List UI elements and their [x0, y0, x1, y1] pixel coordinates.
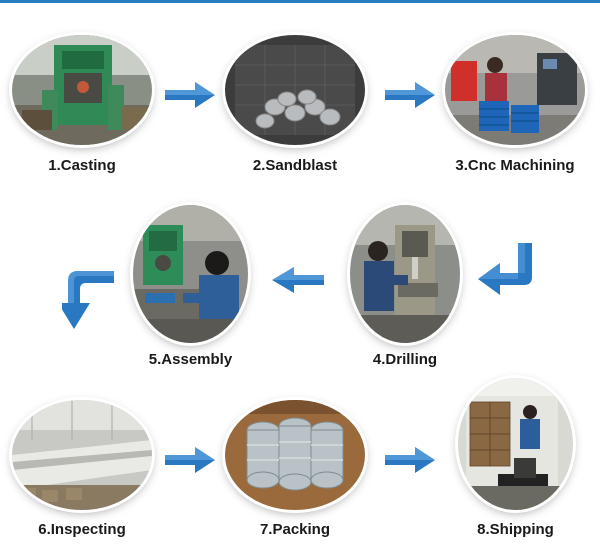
step-label-drilling: 4.Drilling — [372, 351, 438, 368]
step-label-shipping: 8.Shipping — [477, 521, 554, 538]
inspection-line-photo — [12, 400, 152, 510]
loading-truck-photo — [458, 378, 573, 510]
arrow-right-icon — [385, 445, 435, 475]
step-label-assembly: 5.Assembly — [148, 351, 233, 368]
step-label-inspecting: 6.Inspecting — [38, 521, 126, 538]
cnc-workshop-photo — [445, 35, 585, 145]
arrow-left-icon — [272, 265, 324, 295]
arrow-right-icon — [165, 80, 215, 110]
arrow-right-icon — [385, 80, 435, 110]
packed-parts-photo — [225, 400, 365, 510]
step-label-packing: 7.Packing — [259, 521, 331, 538]
sandblasted-parts-photo — [225, 35, 365, 145]
casting-machine-photo — [12, 35, 152, 145]
assembly-worker-photo — [133, 205, 248, 343]
top-accent-line — [0, 0, 600, 3]
arrow-right-icon — [165, 445, 215, 475]
step-label-sandblast: 2.Sandblast — [252, 157, 338, 174]
drilling-operator-photo — [350, 205, 460, 343]
arrow-curved-down-left-icon — [478, 243, 538, 295]
step-label-cnc-machining: 3.Cnc Machining — [455, 157, 575, 174]
step-label-casting: 1.Casting — [48, 157, 116, 174]
arrow-curved-down-icon — [62, 263, 114, 329]
